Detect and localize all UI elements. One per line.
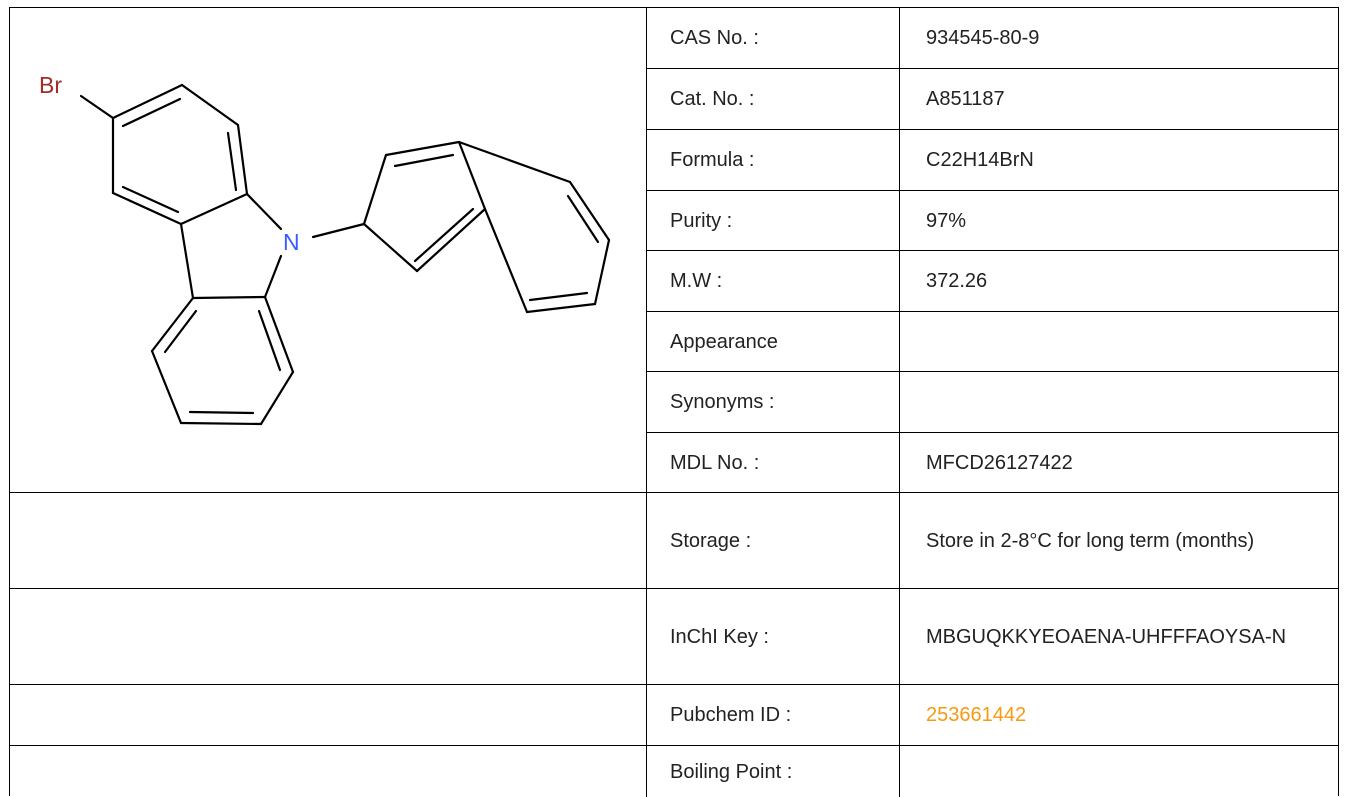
table-row: Appearance [646,312,1338,372]
row-label: Storage : [646,493,899,588]
pubchem-id-link-text[interactable]: 253661442 [926,704,1027,726]
bromine-atom-label: Br [39,72,62,98]
bond [226,131,238,192]
table-row: M.W : 372.26 [646,251,1338,312]
bond [150,349,183,425]
bond [566,194,600,244]
bond [257,309,282,372]
row-value: MFCD26127422 [899,433,1338,492]
row-value: Store in 2-8°C for long term (months) [899,493,1338,588]
row-label: Appearance [646,312,899,371]
table-row: Formula : C22H14BrN [646,130,1338,191]
row-value: A851187 [899,69,1338,129]
row-value: 97% [899,191,1338,250]
bond [150,296,195,353]
bond [593,238,611,306]
bond [236,123,249,196]
row-empty-cell [10,493,646,588]
bond [568,180,611,242]
bond [180,83,240,127]
row-label: InChI Key : [646,589,899,684]
bond [121,97,182,128]
bond [457,140,487,211]
bond [179,222,195,300]
bond [191,295,267,300]
table-row: Purity : 97% [646,191,1338,251]
chemical-structure-image: Br N [39,72,611,426]
row-label: Formula : [646,130,899,190]
bond [263,295,295,374]
bond [525,302,597,314]
row-value [899,312,1338,371]
row-label: Pubchem ID : [646,685,899,745]
table-row: MDL No. : MFCD26127422 [646,433,1338,493]
row-label: MDL No. : [646,433,899,492]
bond [384,140,461,157]
row-value [899,372,1338,432]
row-value: MBGUQKKYEOAENA-UHFFFAOYSA-N [899,589,1338,684]
nitrogen-atom-label: N [283,229,300,255]
bond [79,94,115,120]
row-label: CAS No. : [646,8,899,68]
row-label: Synonyms : [646,372,899,432]
bond [362,153,388,226]
row-value: C22H14BrN [899,130,1338,190]
table-row: Boiling Point : [10,746,1338,797]
bond [413,207,475,263]
row-label: Purity : [646,191,899,250]
row-label: Boiling Point : [646,746,899,797]
product-spec-table: Br N CAS No. : 934545-80-9 Cat. No. : A8… [9,7,1339,797]
table-row: Cat. No. : A851187 [646,69,1338,130]
row-empty-cell [10,589,646,684]
bond [259,370,295,426]
bond [415,207,487,273]
row-label: Cat. No. : [646,69,899,129]
bond [362,222,419,273]
bond [179,192,249,226]
structure-image-cell: Br N [10,8,646,493]
bond [528,291,589,302]
table-row: Storage : Store in 2-8°C for long term (… [10,493,1338,589]
pubchem-id-link[interactable]: 253661442 [899,685,1338,745]
table-row: CAS No. : 934545-80-9 [646,8,1338,69]
bond [163,309,198,354]
bond [121,185,180,214]
bond [111,83,184,120]
row-empty-cell [10,685,646,745]
row-value: 372.26 [899,251,1338,311]
bond [263,254,283,299]
row-empty-cell [10,746,646,797]
table-row: Synonyms : [646,372,1338,433]
bond [311,222,366,239]
table-row: Pubchem ID : 253661442 [10,685,1338,746]
table-row: InChI Key : MBGUQKKYEOAENA-UHFFFAOYSA-N [10,589,1338,685]
bond [111,191,183,226]
row-value: 934545-80-9 [899,8,1338,68]
bond [457,140,572,184]
bond [179,421,263,426]
bond [483,207,529,314]
row-label: M.W : [646,251,899,311]
bond [245,192,283,231]
bond [188,410,255,415]
row-value [899,746,1338,797]
bond [393,153,455,168]
